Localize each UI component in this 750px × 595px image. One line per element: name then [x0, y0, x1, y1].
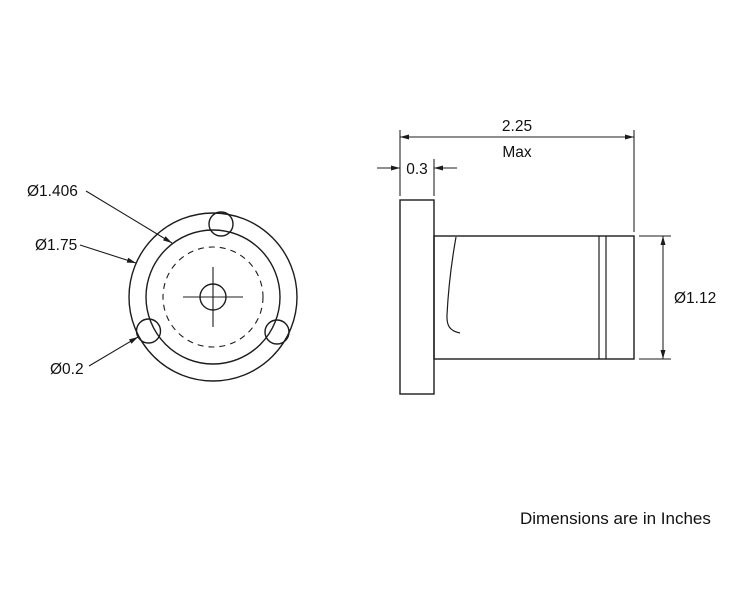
thickness-arrow-right-icon	[434, 165, 443, 171]
length-arrow-left-icon	[400, 134, 409, 140]
leader-outer-dia	[79, 244, 137, 264]
label-hole-dia: Ø0.2	[50, 361, 84, 378]
dim-length-qualifier: Max	[502, 144, 532, 161]
body-outline	[433, 235, 635, 360]
leader-hole-dia	[88, 336, 139, 367]
bolt-circle	[145, 229, 281, 365]
bolt-hole-bottom-right	[264, 319, 290, 345]
front-view	[79, 190, 298, 382]
label-outer-dia: Ø1.75	[35, 237, 77, 254]
bolt-hole-top	[208, 211, 234, 237]
internal-contour-curve	[446, 236, 461, 334]
leader-bolt-circle	[85, 190, 173, 244]
flange-plate-outline	[399, 199, 435, 395]
leader-hole-dia-arrow-icon	[129, 337, 138, 344]
dia-arrow-bottom-icon	[660, 350, 666, 359]
dimensions	[377, 130, 671, 360]
bolt-hole-bottom-left	[135, 318, 162, 344]
units-note: Dimensions are in Inches	[520, 509, 711, 528]
dim-body-dia: Ø1.12	[674, 290, 716, 307]
label-bolt-circle-dia: Ø1.406	[27, 183, 78, 200]
outer-circle	[128, 212, 298, 382]
leader-bolt-circle-arrow-icon	[163, 236, 172, 243]
length-arrow-right-icon	[625, 134, 634, 140]
dashed-pitch-circle	[162, 246, 264, 348]
leader-outer-dia-arrow-icon	[126, 257, 136, 263]
dia-arrow-top-icon	[660, 236, 666, 245]
dim-length-value: 2.25	[502, 118, 532, 135]
side-view	[399, 199, 635, 395]
dim-flange-thickness: 0.3	[406, 161, 428, 178]
thickness-arrow-left-icon	[391, 165, 400, 171]
